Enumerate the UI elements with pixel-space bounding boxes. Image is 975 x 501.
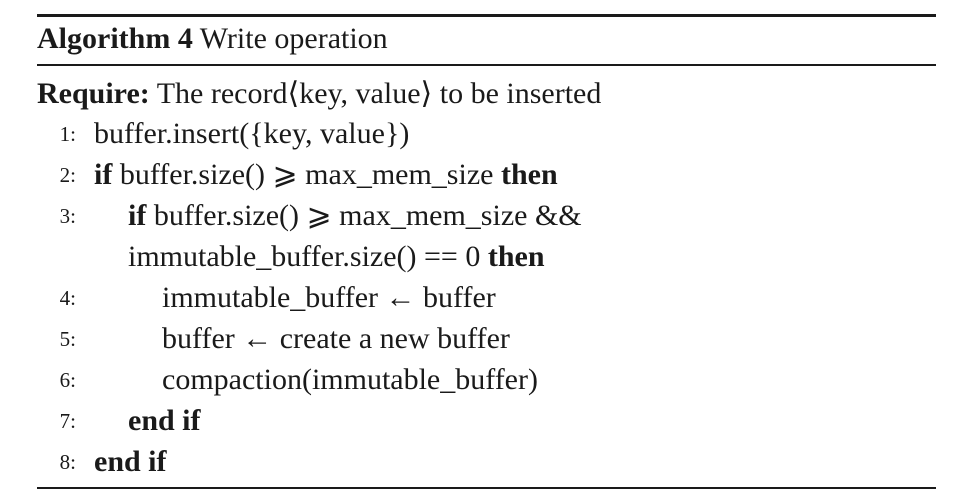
line-code: if buffer.size() ⩾ max_mem_size then: [94, 155, 558, 195]
then-keyword: then: [487, 240, 545, 273]
algorithm-caption: Algorithm 4 Write operation: [37, 19, 388, 59]
code-text: buffer.size() ⩾ max_mem_size: [119, 158, 494, 191]
top-rule: [37, 14, 936, 17]
line-number: 3:: [59, 204, 76, 228]
if-keyword: if: [128, 199, 147, 232]
line-number: 2:: [59, 163, 76, 187]
caption-rule: [37, 64, 936, 66]
if-keyword: if: [94, 158, 113, 191]
line-number: 7:: [59, 409, 76, 433]
code-text: buffer.size() ⩾ max_mem_size &&: [153, 199, 582, 232]
line-number: 6:: [59, 368, 76, 392]
line-code: end if: [128, 401, 201, 441]
line-code: end if: [94, 442, 167, 482]
line-code: compaction(immutable_buffer): [162, 360, 538, 400]
bottom-rule: [37, 487, 936, 489]
line-number: 5:: [59, 327, 76, 351]
require-text: The record⟨key, value⟩ to be inserted: [156, 77, 602, 110]
line-code: buffer ← create a new buffer: [162, 319, 510, 359]
require-keyword: Require:: [37, 77, 150, 110]
line-number: 1:: [59, 122, 76, 146]
line-number: 4:: [59, 286, 76, 310]
line-code: buffer.insert({key, value}): [94, 114, 409, 154]
line-code: immutable_buffer.size() == 0 then: [128, 237, 545, 277]
code-text: immutable_buffer.size() == 0: [128, 240, 481, 273]
line-code: immutable_buffer ← buffer: [162, 278, 496, 318]
end-if-keyword: end if: [128, 404, 201, 437]
algorithm-title: Write operation: [199, 22, 388, 55]
code-text: buffer.insert({key, value}): [94, 117, 410, 150]
code-text: immutable_buffer ← buffer: [162, 281, 496, 314]
end-if-keyword: end if: [94, 445, 167, 478]
code-text: compaction(immutable_buffer): [162, 363, 538, 396]
code-text: buffer ← create a new buffer: [162, 322, 510, 355]
line-code: if buffer.size() ⩾ max_mem_size &&: [128, 196, 582, 236]
then-keyword: then: [500, 158, 558, 191]
algorithm-label: Algorithm 4: [37, 22, 193, 55]
require-line: Require: The record⟨key, value⟩ to be in…: [37, 74, 601, 114]
line-number: 8:: [59, 450, 76, 474]
